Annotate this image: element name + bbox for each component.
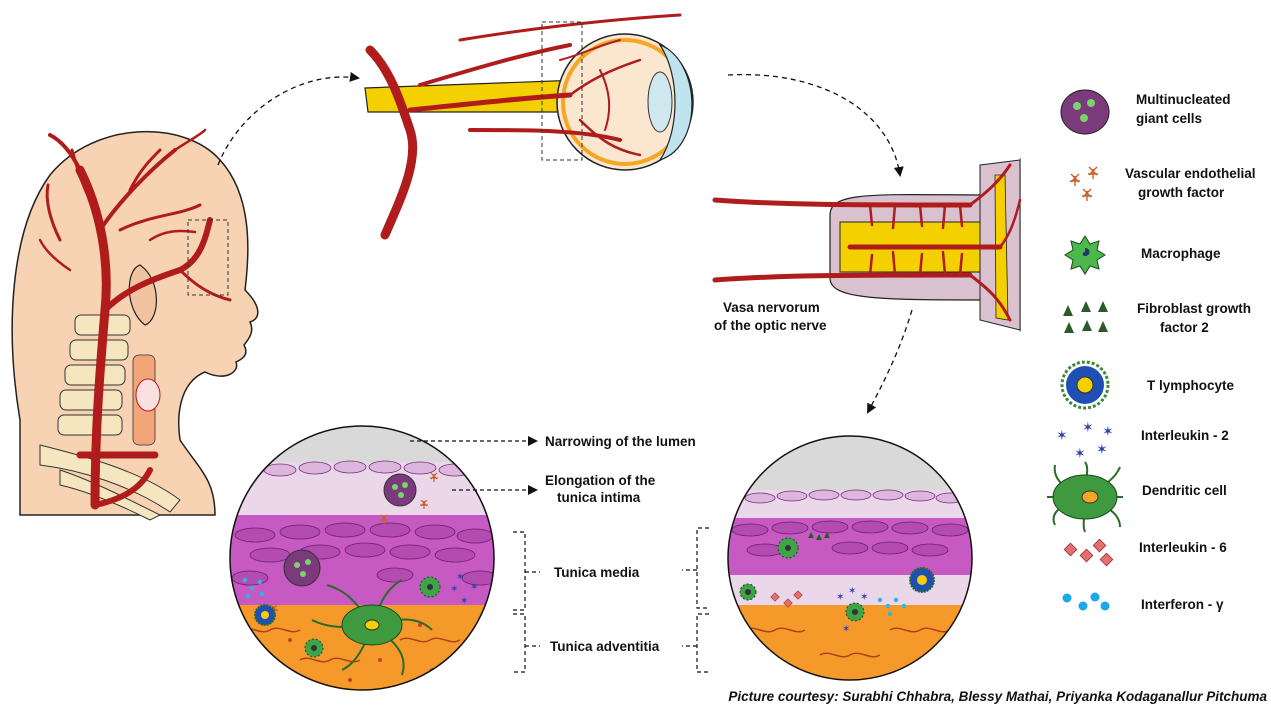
legend-label-t-lymphocyte: T lymphocyte <box>1147 378 1235 393</box>
svg-text:✶: ✶ <box>842 624 850 635</box>
tunica-adventitia-label: Tunica adventitia <box>550 639 660 654</box>
vasa-nervorum-label: Vasa nervorum <box>723 300 820 315</box>
vegf-icon <box>1070 167 1098 201</box>
legend-label-interleukin-2: Interleukin - 2 <box>1141 428 1229 443</box>
tunica-media-label: Tunica media <box>554 565 640 580</box>
svg-text:✶: ✶ <box>470 582 478 593</box>
thyroid <box>136 379 160 411</box>
svg-text:✶: ✶ <box>1056 428 1068 444</box>
svg-text:✶: ✶ <box>450 584 458 595</box>
elongation-label: Elongation of the <box>545 473 656 488</box>
giant-cell <box>284 550 320 586</box>
svg-text:✶: ✶ <box>836 592 844 603</box>
legend-label-interferon-gamma: Interferon - γ <box>1141 597 1224 612</box>
macrophage-icon <box>1065 236 1105 274</box>
interleukin-6-icon <box>1064 539 1113 566</box>
svg-text:✶: ✶ <box>1082 420 1094 436</box>
svg-text:✶: ✶ <box>456 572 464 583</box>
legend-label-fgf2: Fibroblast growth <box>1137 301 1251 316</box>
vessel-wall-section-left: ✶✶✶✶ <box>220 420 510 695</box>
vasa-nervorum-label-2: of the optic nerve <box>714 318 827 333</box>
interleukin-2-icon: ✶✶✶ ✶✶ <box>1056 420 1114 462</box>
t-lymphocyte <box>910 568 934 592</box>
svg-text:✶: ✶ <box>1074 446 1086 462</box>
arrow-section-to-vessel <box>868 310 912 412</box>
legend-label-dendritic-cell: Dendritic cell <box>1142 483 1227 498</box>
svg-text:✶: ✶ <box>848 586 856 597</box>
head-illustration <box>12 130 258 520</box>
lens <box>648 72 672 132</box>
arrow-head-to-eye <box>218 77 358 165</box>
svg-text:✶: ✶ <box>860 592 868 603</box>
macrophage <box>420 577 440 597</box>
dendritic-cell-icon <box>1047 462 1123 532</box>
interferon-gamma-icon <box>1063 593 1110 611</box>
elongation-label-2: tunica intima <box>557 490 641 505</box>
legend-label-giant-cells: Multinucleated <box>1136 92 1231 107</box>
t-lymphocyte-icon <box>1062 362 1108 408</box>
svg-text:✶: ✶ <box>1102 424 1114 440</box>
legend-label-fgf2-2: factor 2 <box>1160 320 1209 335</box>
macrophage <box>846 603 864 621</box>
fgf2-icon <box>1063 301 1108 333</box>
t-lymphocyte <box>255 605 275 625</box>
macrophage <box>740 584 756 600</box>
eye-illustration <box>365 15 693 235</box>
legend-label-vegf: Vascular endothelial <box>1125 166 1256 181</box>
picture-credit: Picture courtesy: Surabhi Chhabra, Bless… <box>728 689 1267 704</box>
legend-label-giant-cells-2: giant cells <box>1136 111 1202 126</box>
arrow-eye-to-section <box>728 75 900 175</box>
giant-cell <box>384 474 416 506</box>
vessel-wall-section-right: ✶ ✶ ✶ ✶ <box>720 430 980 685</box>
macrophage <box>305 639 323 657</box>
legend: Multinucleated giant cells Vascular endo… <box>1047 90 1256 612</box>
narrowing-label: Narrowing of the lumen <box>545 434 696 449</box>
legend-label-macrophage: Macrophage <box>1141 246 1221 261</box>
macrophage <box>778 538 798 558</box>
giant-cell-icon <box>1061 90 1109 134</box>
svg-text:✶: ✶ <box>1096 442 1108 458</box>
legend-label-interleukin-6: Interleukin - 6 <box>1139 540 1227 555</box>
svg-text:✶: ✶ <box>460 596 468 607</box>
legend-label-vegf-2: growth factor <box>1138 185 1225 200</box>
